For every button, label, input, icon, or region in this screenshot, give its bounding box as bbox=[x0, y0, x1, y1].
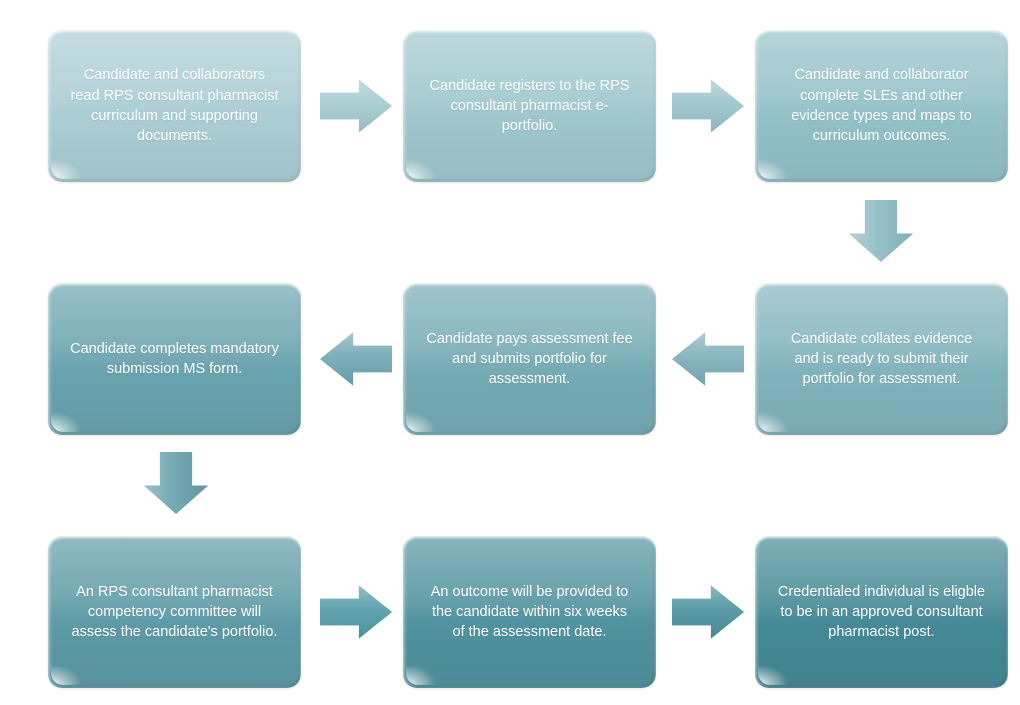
flow-step-8-label: An outcome will be provided to the candi… bbox=[430, 583, 629, 641]
arrow-right-icon-4 bbox=[672, 585, 744, 639]
arrow-right-icon-1 bbox=[320, 79, 392, 133]
flow-step-7-label: An RPS consultant pharmacist competency … bbox=[71, 583, 278, 641]
flow-step-5-label: Candidate pays assessment fee and submit… bbox=[426, 330, 633, 388]
flow-step-2-label: Candidate registers to the RPS consultan… bbox=[429, 77, 630, 135]
flow-step-6: Candidate completes mandatory submission… bbox=[48, 283, 301, 435]
flow-step-3-label: Candidate and collaborator complete SLEs… bbox=[791, 67, 972, 145]
flow-step-4: Candidate collates evidence and is ready… bbox=[755, 283, 1008, 435]
flow-step-4-label: Candidate collates evidence and is ready… bbox=[790, 330, 973, 388]
flow-step-7: An RPS consultant pharmacist competency … bbox=[48, 536, 301, 688]
arrow-down-icon-2 bbox=[143, 452, 209, 514]
flow-step-1-label: Candidate and collaborators read RPS con… bbox=[70, 67, 279, 145]
flow-step-3: Candidate and collaborator complete SLEs… bbox=[755, 30, 1008, 182]
arrow-right-icon-3 bbox=[320, 585, 392, 639]
flow-step-5: Candidate pays assessment fee and submit… bbox=[403, 283, 656, 435]
flow-step-9: Credentialed individual is eligble to be… bbox=[755, 536, 1008, 688]
arrow-left-icon-1 bbox=[672, 332, 744, 386]
flow-step-1: Candidate and collaborators read RPS con… bbox=[48, 30, 301, 182]
flow-step-2: Candidate registers to the RPS consultan… bbox=[403, 30, 656, 182]
flow-step-8: An outcome will be provided to the candi… bbox=[403, 536, 656, 688]
flow-step-6-label: Candidate completes mandatory submission… bbox=[70, 340, 279, 377]
arrow-right-icon-2 bbox=[672, 79, 744, 133]
arrow-left-icon-2 bbox=[320, 332, 392, 386]
arrow-down-icon-1 bbox=[848, 200, 914, 262]
flow-step-9-label: Credentialed individual is eligble to be… bbox=[777, 583, 986, 641]
